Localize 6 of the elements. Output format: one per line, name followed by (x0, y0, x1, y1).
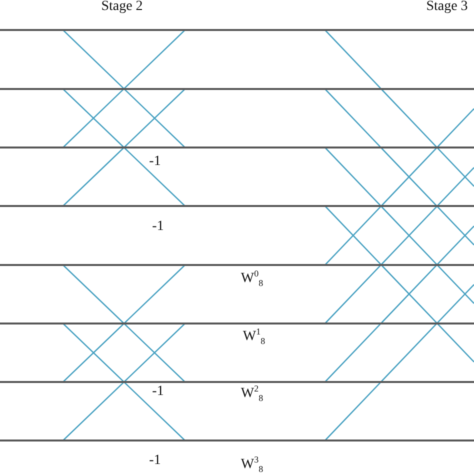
multiplier-label: -1 (149, 454, 161, 468)
stage-label: Stage 2 (101, 0, 143, 14)
stage-label: Stage 3 (426, 0, 468, 14)
multiplier-label: -1 (152, 385, 164, 399)
multiplier-label: -1 (152, 220, 164, 234)
multiplier-label: -1 (149, 155, 161, 169)
